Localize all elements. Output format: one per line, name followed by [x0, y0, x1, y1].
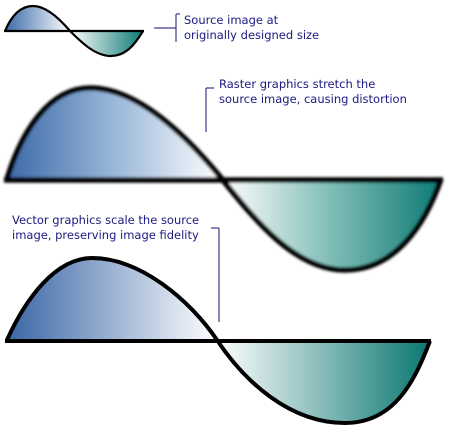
source-outline — [3, 4, 144, 58]
vector-negative-lobe — [217, 340, 430, 423]
vector-image — [5, 256, 432, 425]
source-image — [3, 4, 144, 58]
vector-positive-lobe — [7, 258, 217, 340]
source-caption: Source image at originally designed size — [184, 13, 319, 43]
vector-caption-line-2: image, preserving image fidelity — [12, 228, 199, 242]
source-caption-line-1: Source image at — [184, 13, 279, 27]
vector-caption-line-1: Vector graphics scale the source — [12, 213, 200, 227]
source-bracket — [154, 13, 180, 42]
source-negative-lobe — [70, 31, 143, 56]
raster-caption-line-1: Raster graphics stretch the — [219, 77, 376, 91]
raster-outline — [4, 85, 444, 273]
source-caption-line-2: originally designed size — [184, 28, 320, 42]
vector-caption: Vector graphics scale the source image, … — [12, 213, 199, 243]
raster-bracket — [205, 87, 214, 132]
raster-caption-line-2: source image, causing distortion — [219, 92, 407, 106]
source-positive-lobe — [5, 6, 70, 31]
raster-image — [4, 85, 444, 273]
raster-caption: Raster graphics stretch the source image… — [219, 77, 407, 107]
raster-negative-lobe — [222, 179, 441, 270]
raster-positive-lobe — [7, 88, 222, 179]
vector-bracket — [211, 227, 220, 322]
vector-outline — [5, 256, 432, 425]
